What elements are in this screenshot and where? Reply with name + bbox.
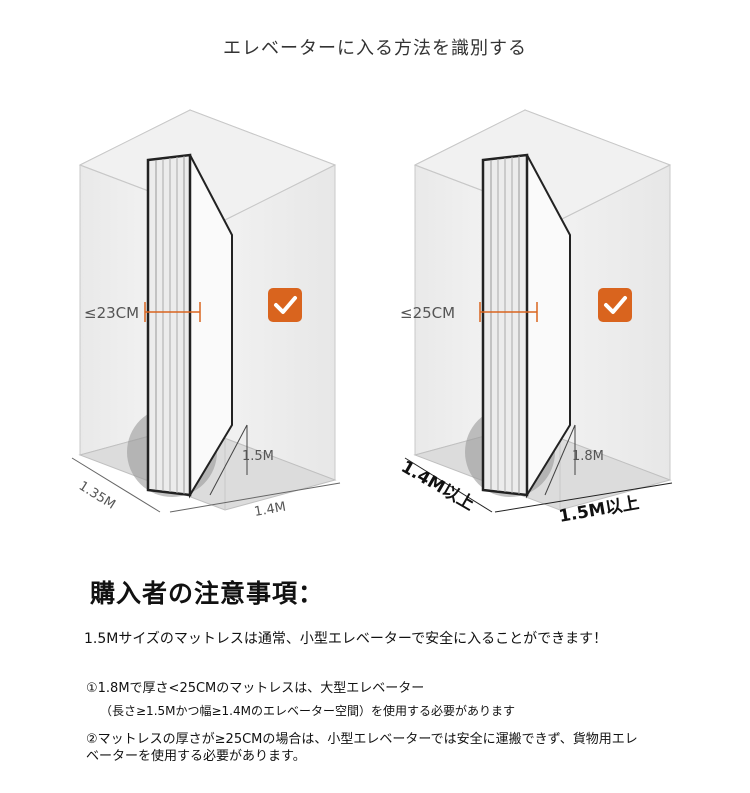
notice-line-1: 1.5Mサイズのマットレスは通常、小型エレベーターで安全に入ることができます！ (84, 631, 608, 647)
left-mattress-width-label: 1.5M (242, 449, 274, 464)
notice-line-2: ①1.8Mで厚さ<25CMのマットレスは、大型エレベーター (86, 681, 425, 696)
left-elevator: ≤23CM 1.5M 1.4M 1.35M (71, 109, 341, 520)
notice-line-3: （長さ≥1.5Mかつ幅≥1.4Mのエレベーター空間）を使用する必要があります (100, 704, 515, 718)
elevator-illustration: ≤23CM 1.5M 1.4M 1.35M (0, 80, 750, 560)
right-mattress (481, 153, 571, 499)
page-title: エレベーターに入る方法を識別する (223, 38, 527, 59)
notice-line-5: ベーターを使用する必要があります。 (86, 749, 306, 764)
right-check-badge (598, 288, 632, 322)
right-elevator: ≤25CM 1.8M 1.5M以上 1.4M以上 (398, 109, 673, 527)
left-floor-width-label: 1.4M (253, 500, 287, 520)
right-thickness-label: ≤25CM (400, 304, 455, 322)
check-icon (274, 296, 297, 314)
check-icon (604, 296, 627, 314)
right-mattress-width-label: 1.8M (572, 449, 604, 464)
left-check-badge (268, 288, 302, 322)
left-mattress (146, 153, 233, 499)
left-floor-depth-label: 1.35M (76, 479, 118, 513)
notice-line-4: ②マットレスの厚さが≥25CMの場合は、小型エレベーターでは安全に運搬できず、貨… (86, 732, 638, 747)
left-thickness-label: ≤23CM (84, 304, 139, 322)
notice-heading: 購入者の注意事項： (90, 579, 325, 608)
